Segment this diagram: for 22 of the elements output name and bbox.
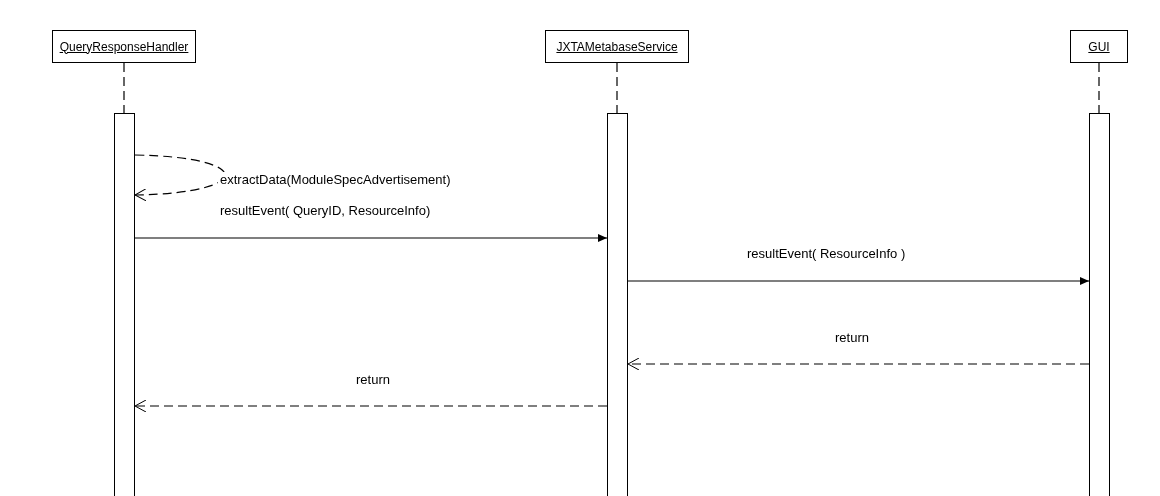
message-arrow <box>627 277 1090 285</box>
return-arrow <box>627 357 1090 371</box>
message-label: return <box>833 330 871 345</box>
message-label: return <box>354 372 392 387</box>
lifeline-box <box>52 30 196 63</box>
lifeline <box>123 62 125 114</box>
message-label: resultEvent( ResourceInfo ) <box>745 246 908 261</box>
message-arrow <box>134 234 608 242</box>
activation-bar <box>1089 113 1110 496</box>
activation-bar <box>607 113 628 496</box>
lifeline-box <box>1070 30 1128 63</box>
lifeline-name: GUI <box>1088 39 1110 54</box>
lifeline-name: QueryResponseHandler <box>59 39 189 54</box>
lifeline-name: JXTAMetabaseService <box>556 39 678 54</box>
activation-bar <box>114 113 135 496</box>
message-label: extractData(ModuleSpecAdvertisement) <box>218 172 453 187</box>
lifeline <box>1098 62 1100 114</box>
lifeline-box <box>545 30 689 63</box>
self-message-arrow <box>134 154 226 202</box>
message-label: resultEvent( QueryID, ResourceInfo) <box>218 203 433 218</box>
return-arrow <box>134 399 608 413</box>
lifeline <box>616 62 618 114</box>
